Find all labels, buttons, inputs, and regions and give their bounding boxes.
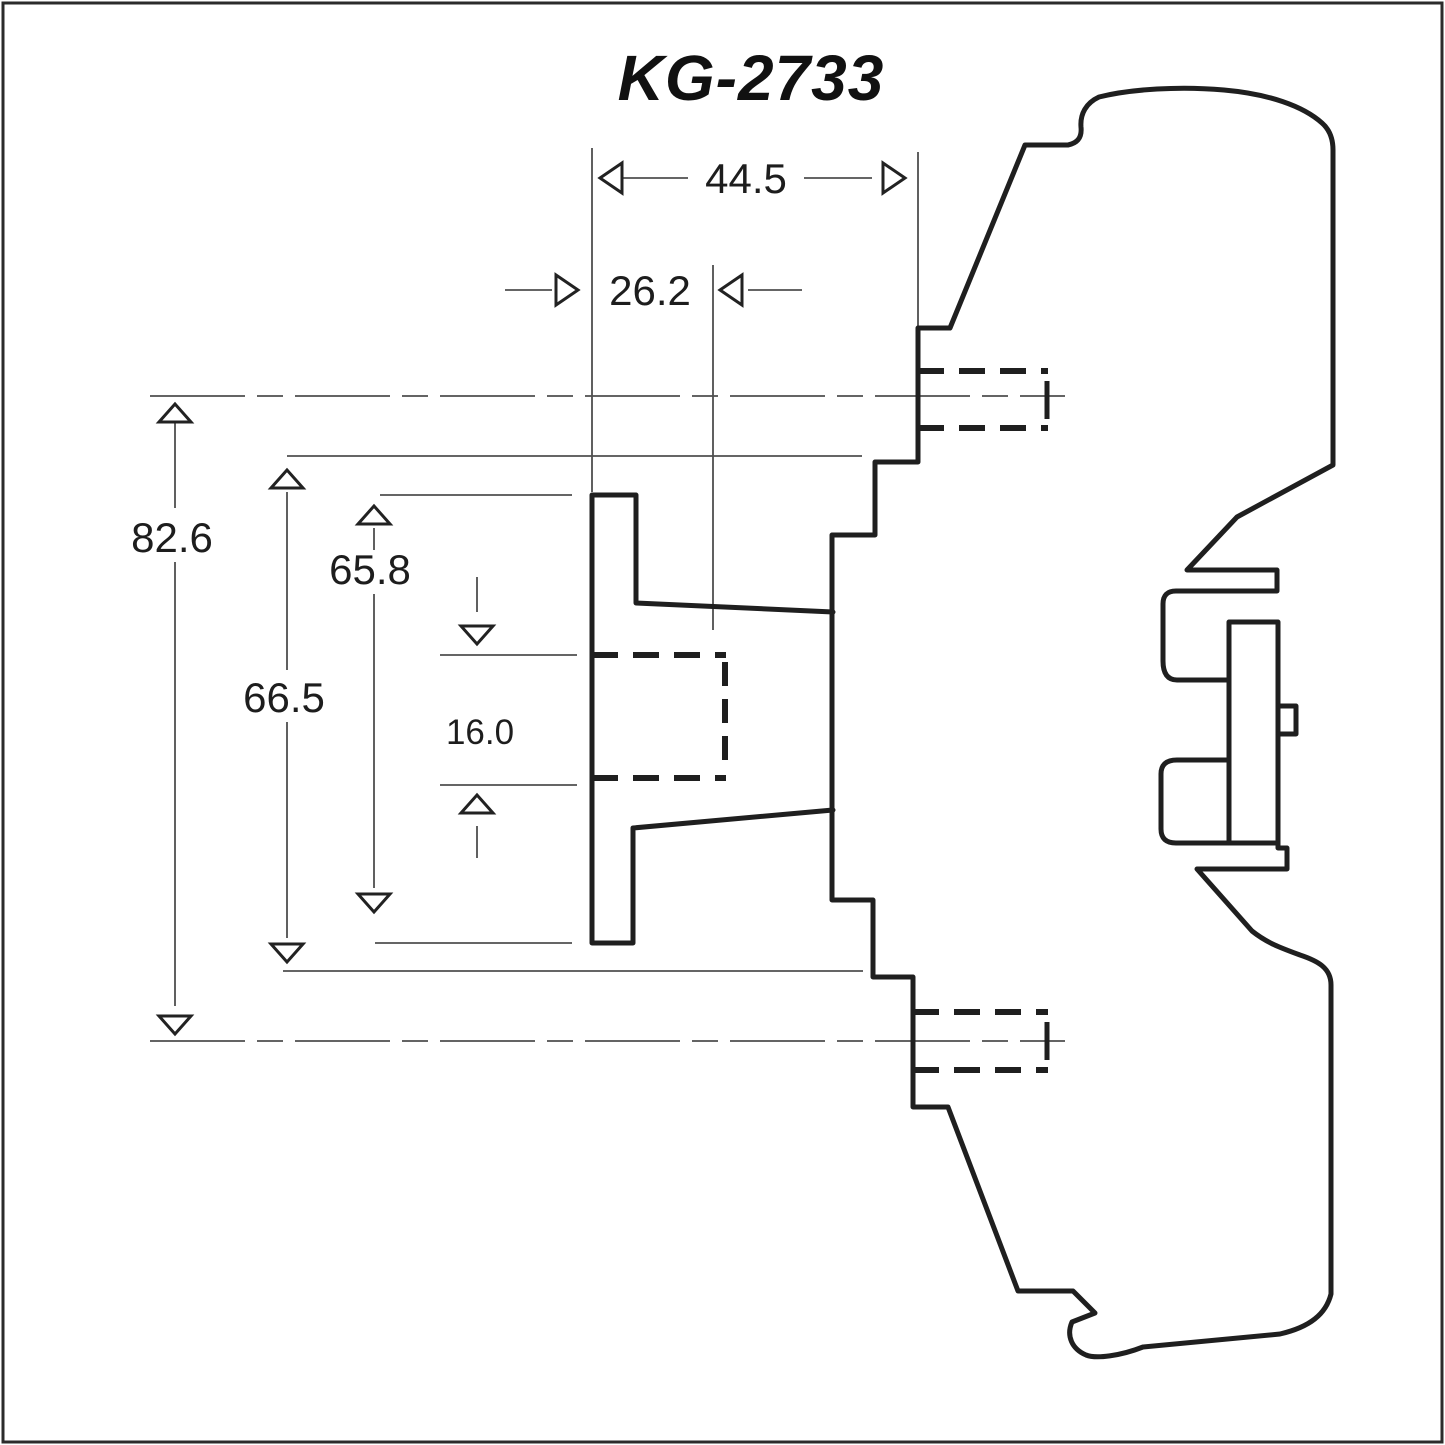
flange-profile — [589, 492, 836, 946]
rail-tab — [1275, 703, 1299, 737]
rail-slot — [1226, 619, 1281, 846]
arrowhead-down-icon — [457, 624, 497, 647]
arrowhead-right-icon — [554, 272, 581, 308]
dim-label-flange-width: 26.2 — [609, 267, 691, 314]
arrowhead-down-icon — [354, 892, 394, 915]
drawing-title: KG-2733 — [618, 42, 885, 114]
dimension-lines — [174, 148, 919, 1006]
arrowhead-up-icon — [155, 401, 195, 424]
arrowhead-right-icon — [881, 160, 908, 196]
dim-label-boss-height: 16.0 — [446, 713, 514, 752]
dim-label-top-width: 44.5 — [705, 155, 787, 202]
dim-label-overall-height: 82.6 — [131, 514, 213, 561]
arrowhead-up-icon — [354, 503, 394, 526]
arrowheads — [155, 160, 908, 1037]
arrowhead-left-icon — [717, 272, 744, 308]
arrowhead-up-icon — [457, 792, 497, 815]
part-outline — [589, 85, 1336, 1360]
dim-label-flange-height: 65.8 — [329, 546, 411, 593]
body-profile — [829, 85, 1336, 1360]
arrowhead-down-icon — [155, 1014, 195, 1037]
lower-clip-channel — [1158, 757, 1232, 846]
arrowhead-left-icon — [597, 160, 624, 196]
arrowhead-up-icon — [267, 467, 307, 490]
arrowhead-down-icon — [267, 942, 307, 965]
dim-label-mid-height: 66.5 — [243, 674, 325, 721]
hidden-lines — [592, 368, 1050, 1073]
